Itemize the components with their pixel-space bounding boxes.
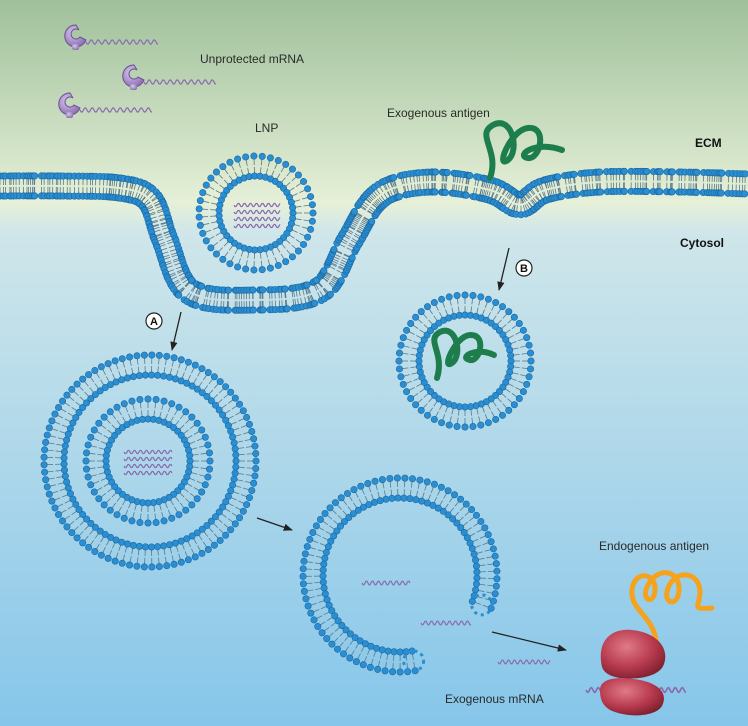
plasma-membrane bbox=[0, 167, 748, 314]
protein-coil-icon bbox=[431, 327, 497, 381]
lnp-at-membrane bbox=[195, 152, 317, 274]
label-unprotected-mrna: Unprotected mRNA bbox=[200, 52, 304, 66]
step-a-marker: A bbox=[145, 312, 163, 330]
step-b-marker: B bbox=[515, 259, 533, 277]
arrow-b bbox=[497, 247, 510, 291]
arrow-a bbox=[170, 311, 182, 351]
arrow-translation bbox=[491, 631, 567, 652]
protein-coil-icon bbox=[629, 570, 715, 643]
label-lnp: LNP bbox=[255, 121, 278, 135]
step-b-label: B bbox=[520, 263, 528, 275]
mrna-cap-icon bbox=[64, 24, 87, 50]
mrna-cap-icon bbox=[58, 92, 81, 118]
label-endogenous-antigen: Endogenous antigen bbox=[599, 539, 709, 553]
label-exogenous-antigen: Exogenous antigen bbox=[387, 106, 490, 120]
label-ecm: ECM bbox=[695, 136, 722, 150]
label-cytosol: Cytosol bbox=[680, 236, 724, 250]
open-endosome bbox=[299, 474, 501, 676]
endosome-with-lnp bbox=[40, 351, 260, 571]
ribosome-icon bbox=[600, 629, 666, 716]
mrna-cap-icon bbox=[122, 64, 145, 90]
label-exogenous-mrna: Exogenous mRNA bbox=[445, 692, 544, 706]
protein-coil-icon bbox=[483, 120, 565, 181]
step-a-label: A bbox=[150, 316, 158, 328]
arrow-endosome-escape bbox=[256, 517, 293, 531]
antigen-vesicle bbox=[395, 291, 535, 431]
